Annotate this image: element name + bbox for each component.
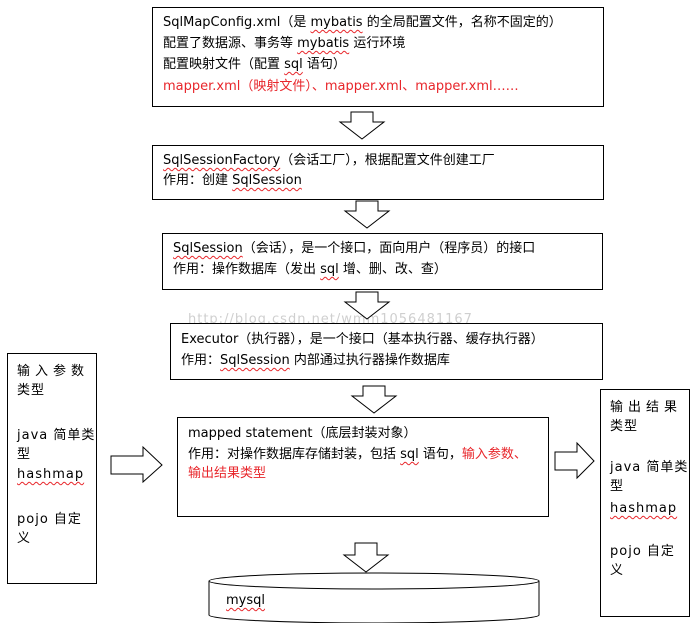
config-line-1: SqlMapConfig.xml（是 mybatis 的全局配置文件，名称不固定… — [163, 15, 562, 30]
executor-box: Executor（执行器），是一个接口（基本执行器、缓存执行器） 作用：SqlS… — [170, 323, 603, 380]
config-mapper-list: mapper.xml（映射文件）、mapper.xml、mapper.xml…… — [163, 79, 519, 94]
arrow-right-input — [110, 445, 163, 484]
factory-line-2: 作用：创建 SqlSession — [163, 173, 302, 188]
arrow-right-output — [554, 441, 595, 480]
sqlmapconfig-box: SqlMapConfig.xml（是 mybatis 的全局配置文件，名称不固定… — [152, 7, 604, 107]
input-params-box: 输入参数 类型 java 简单类 型 hashmap pojo 自定 义 — [7, 353, 97, 584]
arrow-down-3 — [343, 291, 391, 320]
arrow-down-4 — [350, 385, 398, 414]
input-hashmap: hashmap — [17, 467, 85, 482]
mapped-line-1: mapped statement（底层封装对象） — [188, 426, 417, 441]
database-cylinder-icon — [208, 572, 540, 623]
factory-name: SqlSessionFactory — [163, 153, 281, 168]
output-results-box: 输出结果 类型 java 简单类 型 hashmap pojo 自定 义 — [600, 389, 690, 617]
mapped-line-3: 输出结果类型 — [188, 466, 267, 481]
sqlsession-box: SqlSession（会话），是一个接口，面向用户（程序员）的接口 作用：操作数… — [162, 233, 603, 290]
arrow-down-2 — [343, 200, 391, 229]
output-title: 输出结果 类型 — [610, 400, 683, 434]
mapped-statement-box: mapped statement（底层封装对象） 作用：对操作数据库存储封装，包… — [177, 417, 549, 517]
input-title: 输入参数 类型 — [17, 364, 90, 398]
config-line-3: 配置映射文件（配置 sql 语句） — [163, 57, 346, 72]
mapped-line-2: 作用：对操作数据库存储封装，包括 sql 语句，输入参数、 — [188, 447, 527, 462]
executor-line-1: Executor（执行器），是一个接口（基本执行器、缓存执行器） — [181, 332, 544, 347]
database-label: mysql — [226, 593, 265, 608]
output-hashmap: hashmap — [610, 501, 678, 516]
output-pojo: pojo 自定 义 — [610, 544, 675, 578]
session-line-2: 作用：操作数据库（发出 sql 增、删、改、查） — [173, 262, 447, 277]
factory-line-1: SqlSessionFactory（会话工厂），根据配置文件创建工厂 — [163, 153, 495, 168]
arrow-down-5 — [342, 542, 390, 573]
session-line-1: SqlSession（会话），是一个接口，面向用户（程序员）的接口 — [173, 241, 536, 256]
input-pojo: pojo 自定 义 — [17, 512, 82, 546]
output-java-type: java 简单类 型 — [610, 460, 689, 494]
config-line-2: 配置了数据源、事务等 mybatis 运行环境 — [163, 36, 406, 51]
executor-line-2: 作用：SqlSession 内部通过执行器操作数据库 — [181, 353, 450, 368]
arrow-down-1 — [338, 111, 386, 140]
sqlsessionfactory-box: SqlSessionFactory（会话工厂），根据配置文件创建工厂 作用：创建… — [152, 145, 604, 200]
config-filename: SqlMapConfig.xml — [163, 15, 281, 30]
input-java-type: java 简单类 型 — [17, 428, 96, 462]
session-name: SqlSession — [173, 241, 243, 256]
